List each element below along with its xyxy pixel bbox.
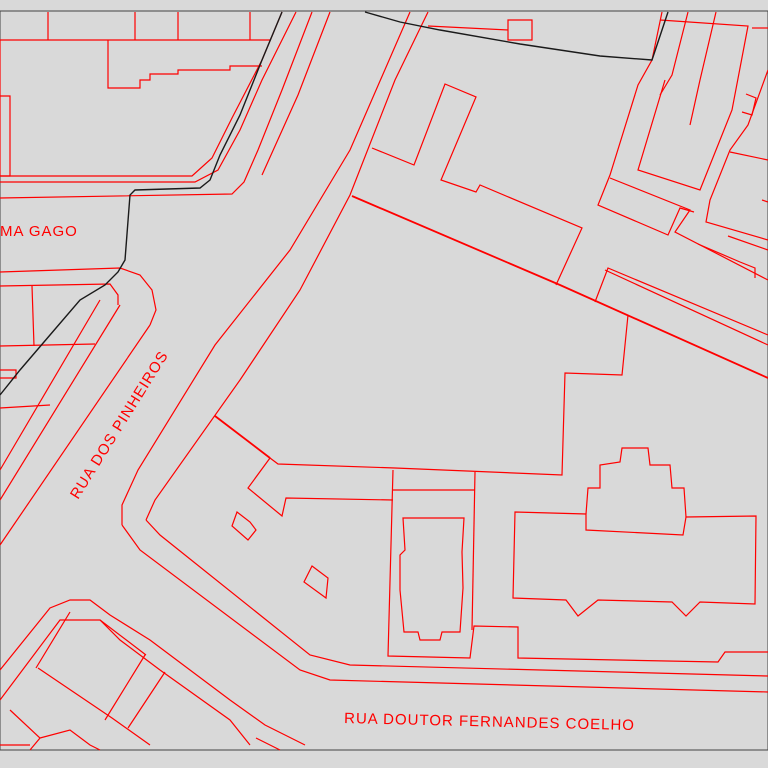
parcel-lines <box>0 11 768 751</box>
street-label-gago: MA GAGO <box>0 223 78 240</box>
boundary-line <box>0 11 283 396</box>
boundary-line-top <box>364 11 669 61</box>
